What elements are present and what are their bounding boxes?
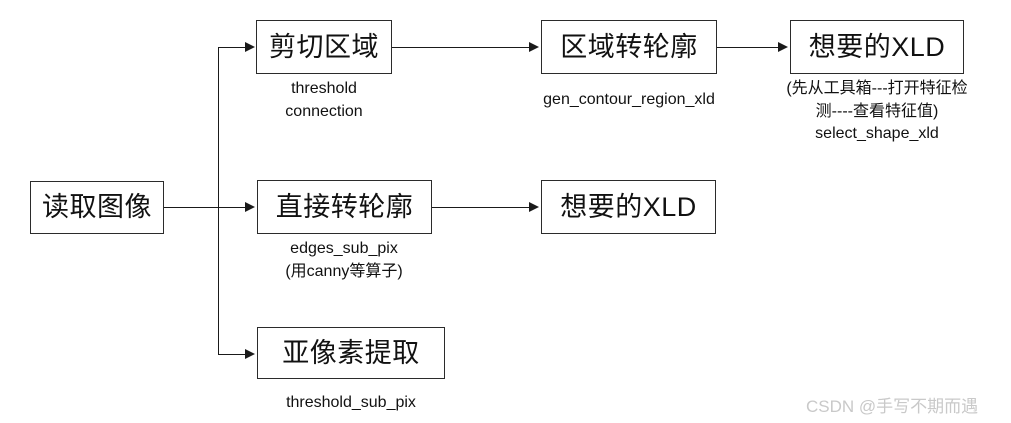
caption-region-to-contour: gen_contour_region_xld	[543, 91, 715, 108]
node-desired-xld-top[interactable]: 想要的XLD	[790, 20, 964, 74]
arrowhead-direct-contour	[245, 202, 255, 212]
caption-direct-to-contour: edges_sub_pix (用canny等算子)	[285, 240, 403, 280]
arrowhead-xld-top	[778, 42, 788, 52]
node-desired-xld-middle[interactable]: 想要的XLD	[541, 180, 716, 234]
node-region-to-contour[interactable]: 区域转轮廓	[541, 20, 717, 74]
connector-trunk-to-crop-region	[218, 47, 246, 48]
connector-trunk-vertical	[218, 47, 219, 354]
arrowhead-region-to-contour	[529, 42, 539, 52]
connector-crop-to-region-contour	[392, 47, 530, 48]
caption-crop-region: threshold connection	[285, 80, 363, 120]
connector-trunk-to-direct-contour	[218, 207, 246, 208]
connector-read-image-to-trunk	[164, 207, 219, 208]
arrowhead-subpixel	[245, 349, 255, 359]
caption-subpixel-extract: threshold_sub_pix	[286, 394, 416, 411]
csdn-watermark: CSDN @手写不期而遇	[806, 397, 979, 416]
arrowhead-crop-region	[245, 42, 255, 52]
node-direct-to-contour[interactable]: 直接转轮廓	[257, 180, 432, 234]
caption-desired-xld-top: (先从工具箱---打开特征检 测----查看特征值) select_shape_…	[786, 80, 968, 143]
connector-direct-contour-to-xld-middle	[432, 207, 530, 208]
arrowhead-xld-middle	[529, 202, 539, 212]
node-subpixel-extract[interactable]: 亚像素提取	[257, 327, 445, 379]
node-crop-region[interactable]: 剪切区域	[256, 20, 392, 74]
connector-trunk-to-subpixel	[218, 354, 246, 355]
node-read-image[interactable]: 读取图像	[30, 181, 164, 234]
connector-region-contour-to-xld-top	[717, 47, 779, 48]
